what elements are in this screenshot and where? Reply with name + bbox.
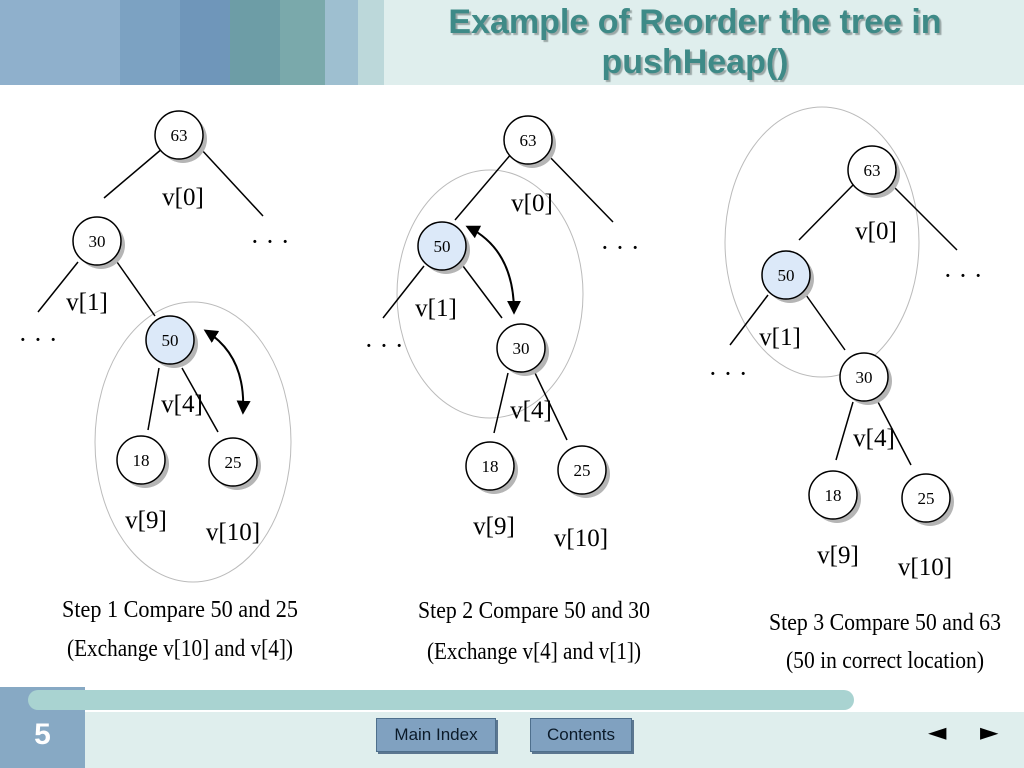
node-v1: 50 [761,250,814,303]
node-value: 63 [171,126,188,145]
node-value: 30 [89,232,106,251]
highlight-ellipse [396,169,584,419]
heap-diagram: 63 30 50 18 25 v[0] v[1] v[4] v[9] v[10] [19,106,1001,674]
node-value: 30 [856,368,873,387]
highlight-ellipse [94,301,292,583]
tree-edges [729,182,958,466]
node-v10: 25 [901,473,954,526]
node-v0: 63 [847,145,900,198]
header-bar [0,0,1024,85]
index-label: v[1] [759,324,801,351]
tree-edges [37,147,264,433]
panel-step-1: 63 30 50 18 25 v[0] v[1] v[4] v[9] v[10] [19,110,298,662]
node-value: 50 [162,331,179,350]
node-v0: 63 [154,110,207,163]
header-stripe [120,0,180,85]
swap-arrow [465,225,521,315]
title-line-1: Example of Reorder the tree in [448,3,942,41]
ellipsis: · · · [601,233,640,262]
node-value: 25 [918,489,935,508]
index-label: v[0] [855,218,897,245]
node-value: 18 [482,457,499,476]
header-stripe [358,0,384,85]
header-stripe [180,0,230,85]
node-value: 63 [864,161,881,180]
highlight-ellipse [724,106,920,378]
index-label: v[4] [161,391,203,418]
ellipsis: · · · [944,261,983,290]
node-value: 18 [133,451,150,470]
header-stripe [325,0,358,85]
header-stripe [230,0,280,85]
node-value: 50 [778,266,795,285]
slide-number: 5 [34,718,51,751]
caption-line-2: (50 in correct location) [786,648,984,674]
node-v9: 18 [116,435,169,488]
index-label: v[0] [511,190,553,217]
swap-arrow [203,329,251,415]
header-stripe [280,0,325,85]
index-label: v[0] [162,184,204,211]
caption-line-2: (Exchange v[10] and v[4]) [67,636,293,662]
node-value: 63 [520,131,537,150]
node-v1: 50 [417,221,470,274]
ellipsis: · · · [251,227,290,256]
title-line-2: pushHeap() [601,43,789,81]
node-value: 25 [574,461,591,480]
index-label: v[4] [853,425,895,452]
node-v0: 63 [503,115,556,168]
node-v1: 30 [72,216,125,269]
caption-line-1: Step 1 Compare 50 and 25 [62,597,298,623]
main-index-button[interactable]: Main Index [376,718,496,752]
index-label: v[9] [125,507,167,534]
index-label: v[10] [206,519,260,546]
index-label: v[4] [510,397,552,424]
footer-decor-bar [28,690,854,710]
node-value: 50 [434,237,451,256]
panel-step-3: 63 50 30 18 25 v[0] v[1] v[4] v[9] v[10] [709,106,1001,674]
index-label: v[9] [817,542,859,569]
page-title: Example of Reorder the tree in pushHeap(… [385,2,1005,82]
node-v10: 25 [208,437,261,490]
ellipsis: · · · [19,325,58,354]
index-label: v[9] [473,513,515,540]
index-label: v[1] [66,289,108,316]
caption-line-1: Step 3 Compare 50 and 63 [769,610,1001,636]
caption-line-2: (Exchange v[4] and v[1]) [427,639,641,665]
prev-slide-button[interactable]: ◄ [928,718,947,746]
header-stripe [0,0,120,85]
panel-step-2: 63 50 30 18 25 v[0] v[1] v[4] v[9] v[10] [365,115,650,665]
node-v4: 30 [839,352,892,405]
node-value: 30 [513,339,530,358]
caption-line-1: Step 2 Compare 50 and 30 [418,598,650,624]
node-value: 25 [225,453,242,472]
index-label: v[10] [898,554,952,581]
next-slide-button[interactable]: ► [980,718,999,746]
index-label: v[1] [415,295,457,322]
node-v9: 18 [465,441,518,494]
index-label: v[10] [554,525,608,552]
node-v4: 30 [496,323,549,376]
node-value: 18 [825,486,842,505]
ellipsis: · · · [365,331,404,360]
ellipsis: · · · [709,359,748,388]
contents-button[interactable]: Contents [530,718,632,752]
node-v10: 25 [557,445,610,498]
node-v9: 18 [808,470,861,523]
node-v4: 50 [145,315,198,368]
